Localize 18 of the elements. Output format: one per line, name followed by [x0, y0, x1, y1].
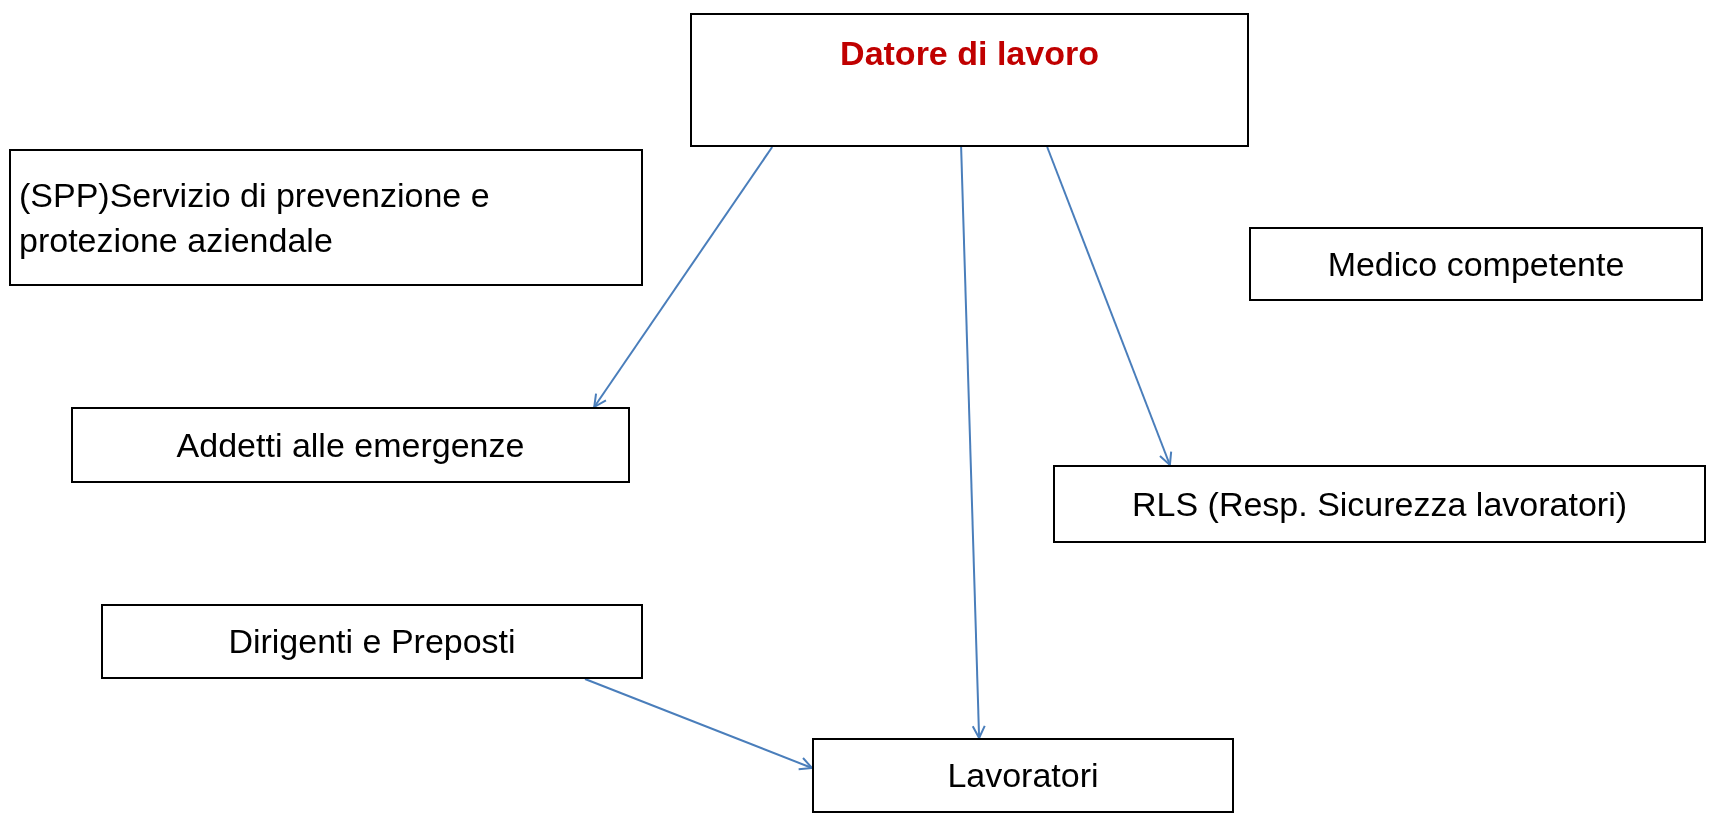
role-label: Addetti alle emergenze — [176, 424, 525, 466]
role-box — [1053, 465, 1706, 543]
role-box — [1249, 227, 1703, 301]
role-label: Datore di lavoro — [840, 33, 1099, 74]
role-label: (SPP)Servizio di prevenzione e protezione aziendale — [19, 175, 491, 261]
role-label: Dirigenti e Preposti — [228, 621, 516, 663]
role-box — [71, 407, 630, 483]
role-box — [690, 13, 1249, 147]
role-box — [9, 149, 643, 286]
arrow — [593, 146, 774, 408]
arrow — [584, 678, 813, 771]
role-label: Lavoratori — [947, 755, 1099, 797]
arrow — [960, 146, 986, 739]
role-box — [812, 738, 1234, 813]
arrow — [1046, 146, 1173, 466]
role-box — [101, 604, 643, 679]
role-label: RLS (Resp. Sicurezza lavoratori) — [1131, 483, 1628, 525]
role-label: Medico competente — [1327, 243, 1625, 285]
